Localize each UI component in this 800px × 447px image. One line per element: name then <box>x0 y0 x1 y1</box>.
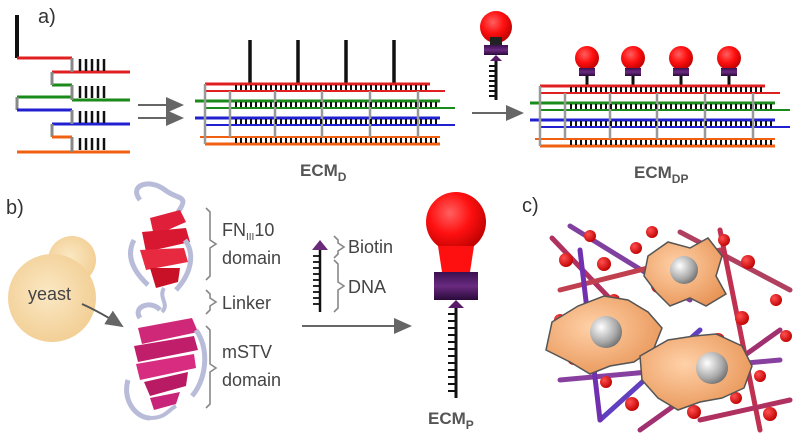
brackets-left <box>205 207 218 409</box>
linker-label: Linker <box>222 293 271 313</box>
yeast-label: yeast <box>28 284 71 304</box>
ecm-d-lattice <box>195 40 455 146</box>
fn-domain-label: FNIII10 domain <box>222 220 281 268</box>
protein-red-sphere <box>480 11 512 43</box>
cell-1 <box>643 237 728 307</box>
streptavidin-block-large <box>434 272 478 300</box>
ecm-p-construct <box>426 192 486 398</box>
ecm-d-label: ECMD <box>300 161 347 184</box>
panel-label-b: b) <box>6 197 24 219</box>
protein-array <box>575 46 741 86</box>
ecm-dp-label: ECMDP <box>634 163 688 186</box>
brackets-right <box>333 235 346 313</box>
nucleus <box>590 316 622 348</box>
dna-protein-construct-a <box>480 11 512 100</box>
nucleus <box>670 256 698 284</box>
biotin-dna-construct <box>312 240 328 312</box>
dna-label: DNA <box>348 277 386 297</box>
svg-text:FNIII10: FNIII10 <box>222 220 274 243</box>
panel-label-a: a) <box>38 6 56 28</box>
protein-red-sphere-large <box>426 192 486 252</box>
nucleus <box>696 352 728 384</box>
yeast-arrow <box>81 303 124 328</box>
mstv-domain-structure <box>124 302 208 421</box>
biotin-triangle <box>312 240 328 250</box>
cell-3 <box>639 333 753 411</box>
fn-domain-structure <box>128 181 194 292</box>
mstv-domain-label: mSTV domain <box>222 342 281 390</box>
svg-text:domain: domain <box>222 370 281 390</box>
dna-construct-small <box>15 15 130 154</box>
ecm-p-label: ECMP <box>428 409 474 432</box>
streptavidin-block <box>484 45 508 55</box>
svg-text:domain: domain <box>222 248 281 268</box>
biotin-label: Biotin <box>348 237 393 257</box>
anchor-strands <box>248 40 396 84</box>
svg-text:mSTV: mSTV <box>222 342 272 362</box>
ecm-dp-lattice <box>530 46 790 148</box>
panel-label-c: c) <box>522 195 539 217</box>
cell-culture-scene <box>545 223 793 433</box>
linker-structure <box>160 286 167 314</box>
yeast-cell <box>8 236 96 342</box>
base-pairs <box>78 59 106 71</box>
